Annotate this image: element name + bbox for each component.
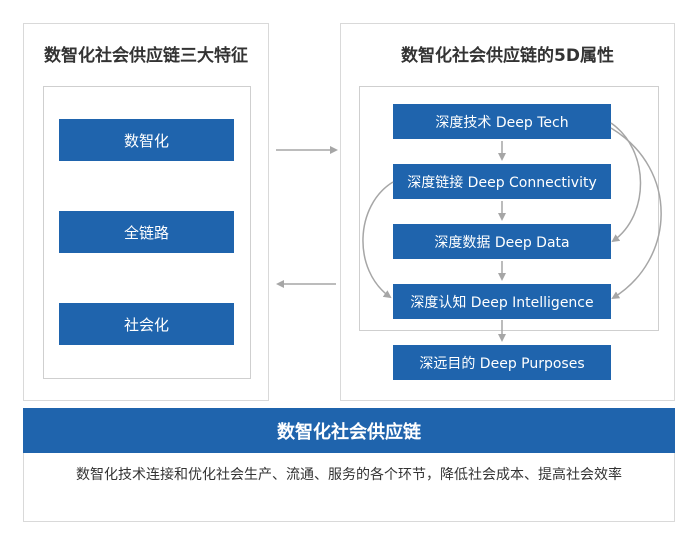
- feature-box-socialization: 社会化: [59, 303, 234, 345]
- features-panel-title: 数智化社会供应链三大特征: [44, 46, 248, 66]
- attribute-box-deep-tech: 深度技术 Deep Tech: [393, 104, 611, 139]
- attribute-box-deep-data: 深度数据 Deep Data: [393, 224, 611, 259]
- curve-tech-to-intelligence: [610, 127, 662, 300]
- attribute-box-deep-connectivity: 深度链接 Deep Connectivity: [393, 164, 611, 199]
- attributes-panel-title: 数智化社会供应链的5D属性: [401, 46, 614, 66]
- features-inner-frame: 数智化 全链路 社会化: [43, 86, 251, 379]
- attribute-box-deep-purposes: 深远目的 Deep Purposes: [393, 345, 611, 380]
- supply-chain-summary: 数智化社会供应链 数智化技术连接和优化社会生产、流通、服务的各个环节，降低社会成…: [23, 408, 675, 522]
- summary-description: 数智化技术连接和优化社会生产、流通、服务的各个环节，降低社会成本、提高社会效率: [76, 467, 622, 483]
- features-panel: 数智化社会供应链三大特征 数智化 全链路 社会化: [23, 23, 269, 401]
- summary-title: 数智化社会供应链: [23, 408, 675, 453]
- curve-tech-to-data: [610, 122, 642, 243]
- feature-box-digital-intelligence: 数智化: [59, 119, 234, 161]
- attribute-box-deep-intelligence: 深度认知 Deep Intelligence: [393, 284, 611, 319]
- feature-box-full-chain: 全链路: [59, 211, 234, 253]
- curve-connectivity-to-intelligence: [362, 181, 394, 299]
